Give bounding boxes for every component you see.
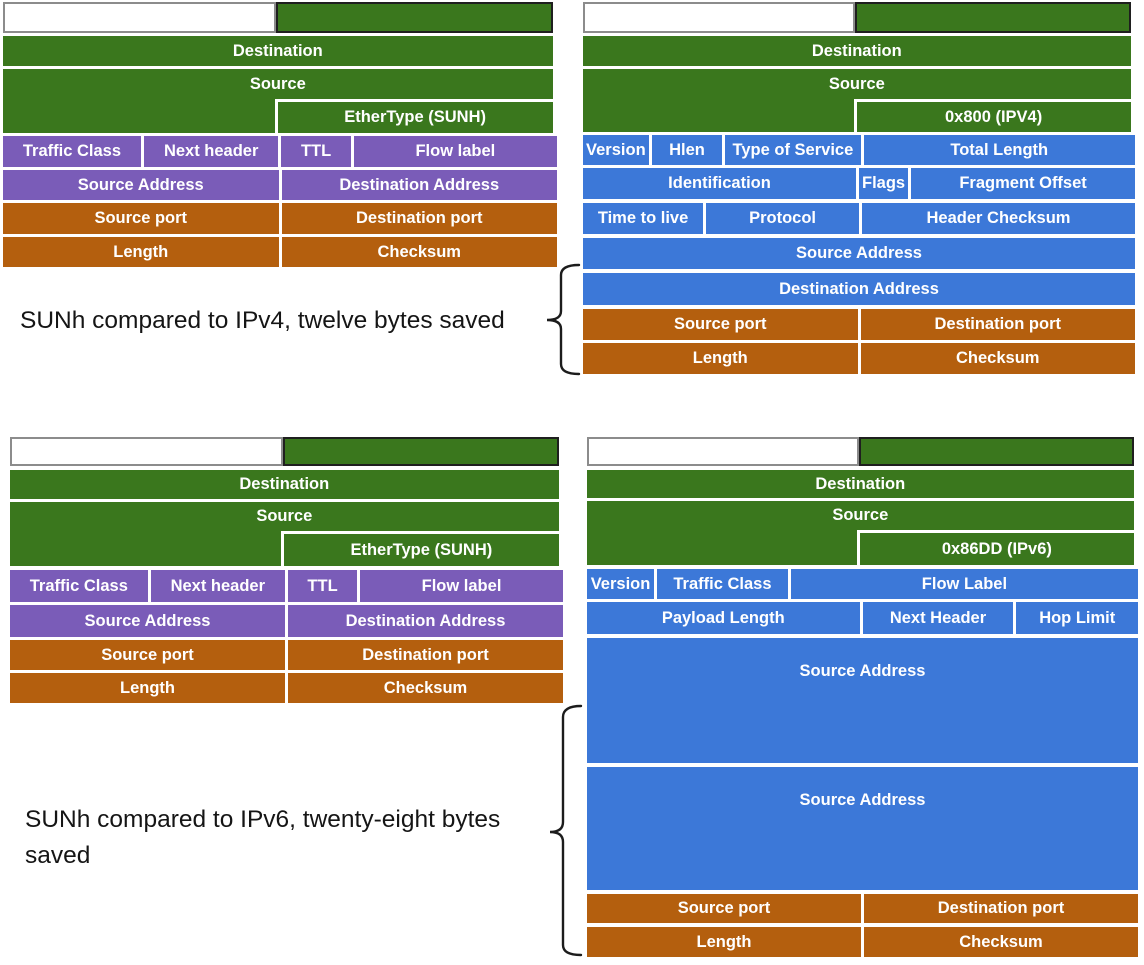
sunh-next-header-cell: Next header xyxy=(143,136,279,167)
ipv4-type-of-service-cell: Type of Service xyxy=(725,135,861,165)
ipv4-destination-address-cell: Destination Address xyxy=(583,273,1135,305)
ipv4-hlen-cell: Hlen xyxy=(651,135,723,165)
ethertype-cell: EtherType (SUNH) xyxy=(284,531,559,566)
eth-destination-cell: Destination xyxy=(583,36,1131,66)
ipv6-comparison-caption-line2: saved xyxy=(25,842,91,869)
sunh-traffic-class-cell: Traffic Class xyxy=(10,570,148,602)
eth-source-cell: Source xyxy=(256,507,313,525)
sunh-destination-address-cell: Destination Address xyxy=(288,605,563,637)
sunh-flow-label-cell: Flow label xyxy=(360,570,563,602)
ipv4-total-length-cell: Total Length xyxy=(863,135,1135,165)
ipv6-flow-label-cell: Flow Label xyxy=(790,569,1138,599)
eth-green-filler xyxy=(10,531,281,566)
preamble-white-box xyxy=(10,437,283,466)
sunh-ttl-cell: TTL xyxy=(281,136,351,167)
udp-checksum-cell: Checksum xyxy=(288,673,563,703)
udp-length-cell: Length xyxy=(587,927,861,957)
ethernet-preamble-row xyxy=(583,2,1131,33)
ipv4-version-cell: Version xyxy=(583,135,649,165)
preamble-white-box xyxy=(583,2,856,33)
sunh-flow-label-cell: Flow label xyxy=(353,136,557,167)
ipv4-source-address-cell: Source Address xyxy=(583,238,1135,269)
udp-length-cell: Length xyxy=(583,343,858,374)
ethernet-green-block xyxy=(282,437,559,466)
gap-divider xyxy=(853,99,857,132)
preamble-white-box xyxy=(3,2,277,33)
udp-checksum-cell: Checksum xyxy=(281,237,557,267)
ipv4-flags-cell: Flags xyxy=(859,168,909,199)
udp-destination-port-cell: Destination port xyxy=(288,640,563,670)
ipv6-traffic-class-cell: Traffic Class xyxy=(657,569,788,599)
udp-source-port-cell: Source port xyxy=(3,203,279,234)
eth-source-ethertype-block: Source 0x800 (IPV4) xyxy=(583,69,1131,132)
sunh-source-address-cell: Source Address xyxy=(10,605,285,637)
ipv6-payload-length-cell: Payload Length xyxy=(587,602,860,634)
udp-source-port-cell: Source port xyxy=(10,640,285,670)
ethernet-green-block xyxy=(855,2,1131,33)
ethernet-green-block xyxy=(858,437,1134,466)
preamble-white-box xyxy=(587,437,859,466)
udp-length-cell: Length xyxy=(3,237,279,267)
ethertype-cell: 0x86DD (IPv6) xyxy=(860,530,1134,565)
ipv6-brace-icon xyxy=(549,704,583,957)
eth-source-ethertype-block: Source 0x86DD (IPv6) xyxy=(587,501,1134,565)
sunh-header-diagram-bottom: Destination Source EtherType (SUNH) Traf… xyxy=(10,437,563,703)
gap-divider xyxy=(857,530,861,565)
sunh-destination-address-cell: Destination Address xyxy=(281,170,557,200)
ipv6-comparison-caption-line1: SUNh compared to IPv6, twenty-eight byte… xyxy=(25,806,501,833)
ipv6-address-block-2: Source Address xyxy=(587,767,1138,890)
sunh-header-diagram-top: Destination Source EtherType (SUNH) Traf… xyxy=(3,2,557,267)
gap-divider xyxy=(274,99,278,133)
sunh-ttl-cell: TTL xyxy=(287,570,358,602)
ethernet-green-block xyxy=(276,2,553,33)
ipv6-header-diagram: Destination Source 0x86DD (IPv6) Version… xyxy=(587,437,1138,957)
ipv4-fragment-offset-cell: Fragment Offset xyxy=(911,168,1135,199)
gap-divider xyxy=(281,531,285,566)
sunh-traffic-class-cell: Traffic Class xyxy=(3,136,141,167)
sunh-next-header-cell: Next header xyxy=(150,570,285,602)
eth-destination-cell: Destination xyxy=(10,470,559,499)
ethertype-cell: EtherType (SUNH) xyxy=(277,99,553,133)
ipv4-header-checksum-cell: Header Checksum xyxy=(862,203,1135,234)
ipv4-header-diagram: Destination Source 0x800 (IPV4) Version … xyxy=(583,2,1135,374)
ipv4-protocol-cell: Protocol xyxy=(706,203,859,234)
ethernet-preamble-row xyxy=(587,437,1134,466)
ipv6-hop-limit-cell: Hop Limit xyxy=(1016,602,1138,634)
udp-source-port-cell: Source port xyxy=(587,894,861,923)
eth-green-filler xyxy=(3,99,275,133)
ipv4-time-to-live-cell: Time to live xyxy=(583,203,704,234)
eth-source-cell: Source xyxy=(828,74,885,93)
ipv6-next-header-cell: Next Header xyxy=(862,602,1014,634)
udp-destination-port-cell: Destination port xyxy=(860,309,1135,340)
ipv4-comparison-caption: SUNh compared to IPv4, twelve bytes save… xyxy=(20,307,505,334)
eth-green-filler xyxy=(583,99,854,132)
udp-checksum-cell: Checksum xyxy=(864,927,1138,957)
ipv6-address-block-1: Source Address xyxy=(587,638,1138,763)
udp-source-port-cell: Source port xyxy=(583,309,858,340)
sunh-source-address-cell: Source Address xyxy=(3,170,279,200)
ethernet-preamble-row xyxy=(3,2,553,33)
eth-source-ethertype-block: Source EtherType (SUNH) xyxy=(10,502,559,566)
ethernet-preamble-row xyxy=(10,437,559,466)
udp-checksum-cell: Checksum xyxy=(860,343,1135,374)
ethertype-cell: 0x800 (IPV4) xyxy=(856,99,1131,132)
eth-source-cell: Source xyxy=(832,506,889,524)
ipv4-identification-cell: Identification xyxy=(583,168,856,199)
eth-green-filler xyxy=(587,530,857,565)
eth-source-cell: Source xyxy=(249,74,306,93)
udp-length-cell: Length xyxy=(10,673,285,703)
ipv6-version-cell: Version xyxy=(587,569,655,599)
ipv6-comparison-caption: SUNh compared to IPv6, twenty-eight byte… xyxy=(25,802,570,874)
udp-destination-port-cell: Destination port xyxy=(864,894,1138,923)
udp-destination-port-cell: Destination port xyxy=(281,203,557,234)
ipv4-brace-icon xyxy=(546,263,581,376)
eth-destination-cell: Destination xyxy=(3,36,553,66)
eth-destination-cell: Destination xyxy=(587,470,1134,498)
eth-source-ethertype-block: Source EtherType (SUNH) xyxy=(3,69,553,133)
